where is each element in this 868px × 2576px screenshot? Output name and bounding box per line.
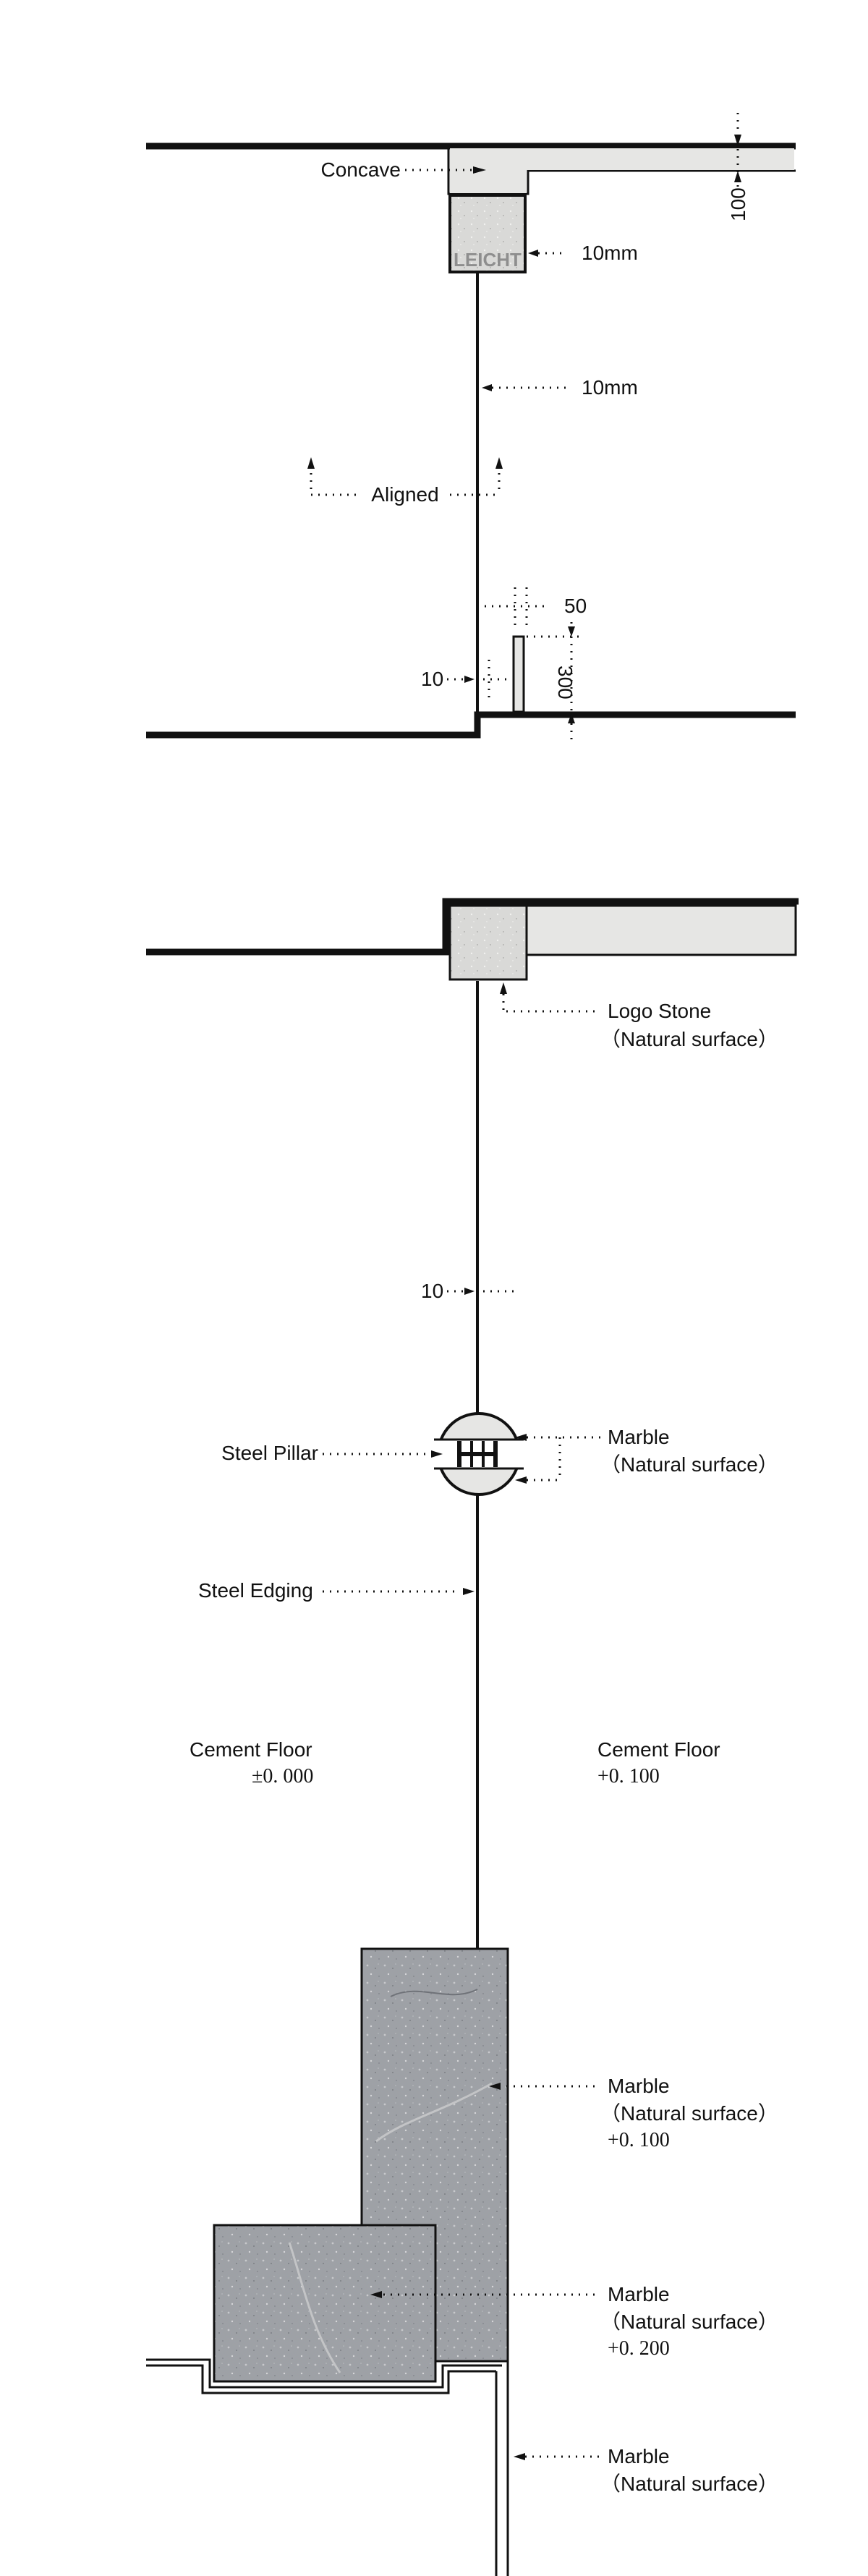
aligned-arrow-left: [307, 457, 315, 469]
marble-vein-2: [375, 2082, 493, 2143]
dim-10-bottom-arrow: [464, 1288, 475, 1295]
dim-100-arrow-top: [734, 135, 741, 146]
dim-300-label: 300: [554, 666, 576, 700]
dim-10-top-arrow: [464, 676, 475, 683]
steel-edging-label: Steel Edging: [198, 1579, 313, 1602]
bottom-upper-slab-line: [146, 898, 799, 956]
steel-pillar-label: Steel Pillar: [221, 1442, 318, 1464]
marble-upper-line2: （Natural surface）: [600, 2102, 778, 2125]
top-detail: LEICHT Concave 10mm 10mm Aligned 100: [146, 113, 796, 745]
aligned-arrow-right: [495, 457, 503, 469]
logo-stone-line2: （Natural surface）: [600, 1028, 778, 1050]
marble-top-line1: Marble: [608, 1426, 670, 1448]
marble-vein-1: [390, 1989, 478, 1997]
marble-lower-arrow: [370, 2291, 382, 2298]
dim-300-arrow-bottom: [568, 713, 575, 723]
logo-stone-block: [448, 194, 527, 273]
steel-pillar-icon: [457, 1441, 498, 1467]
cement-floor-right-line1: Cement Floor: [597, 1738, 720, 1761]
logo-dim-label: 10mm: [582, 242, 638, 264]
dim-10-bottom-label: 10: [421, 1280, 443, 1302]
base-trim-outer: [146, 2358, 502, 2389]
small-post: [512, 635, 525, 713]
cement-floor-left-line1: Cement Floor: [190, 1738, 312, 1761]
marble-bottom-arrow: [514, 2453, 525, 2460]
logo-stone-block-bottom: [448, 904, 528, 981]
bottom-concave-band: [525, 904, 797, 956]
marble-bottom-line1: Marble: [608, 2445, 670, 2467]
bottom-detail: Logo Stone （Natural surface） 10 Steel Pi…: [146, 898, 799, 2576]
marble-lower-line3: +0. 200: [608, 2337, 670, 2360]
steel-edging-arrow: [463, 1588, 475, 1595]
base-trim-inner: [146, 2364, 496, 2394]
marble-lower-line1: Marble: [608, 2283, 670, 2305]
marble-vein-3: [288, 2242, 341, 2373]
concave-arrow: [473, 166, 486, 174]
dim-100-arrow-bottom: [734, 171, 741, 182]
cement-floor-left-line2: ±0. 000: [252, 1765, 313, 1788]
logo-text: LEICHT: [454, 249, 522, 271]
marble-upper-line1: Marble: [608, 2075, 670, 2097]
marble-block-low: [213, 2224, 437, 2383]
cement-floor-right-line2: +0. 100: [597, 1765, 660, 1788]
gap-dim-label: 10mm: [582, 376, 638, 399]
marble-bottom-line2: （Natural surface）: [600, 2473, 778, 2495]
logo-stone-line1: Logo Stone: [608, 1000, 711, 1022]
concave-label: Concave: [320, 158, 401, 181]
dim-10-top-label: 10: [421, 668, 443, 690]
logo-stone-arrow: [500, 982, 507, 994]
marble-upper-arrow: [489, 2083, 501, 2090]
dim-100-label: 100: [727, 187, 749, 221]
marble-upper-line3: +0. 100: [608, 2129, 670, 2151]
aligned-label: Aligned: [371, 483, 438, 506]
logo-dim-arrow: [528, 250, 538, 257]
marble-top-line2: （Natural surface）: [600, 1453, 778, 1476]
marble-top-arrow-1: [515, 1434, 527, 1441]
marble-top-arrow-2: [515, 1476, 527, 1484]
marble-lower-line2: （Natural surface）: [600, 2311, 778, 2333]
concave-pocket-fill: [450, 148, 527, 193]
gap-dim-arrow: [482, 384, 492, 391]
steel-pillar-arrow: [431, 1450, 443, 1458]
top-floor-step-line: [146, 711, 796, 739]
dim-50-label: 50: [564, 595, 587, 617]
dim-300-arrow-top: [568, 626, 575, 637]
concave-recess-outline: [447, 148, 796, 195]
